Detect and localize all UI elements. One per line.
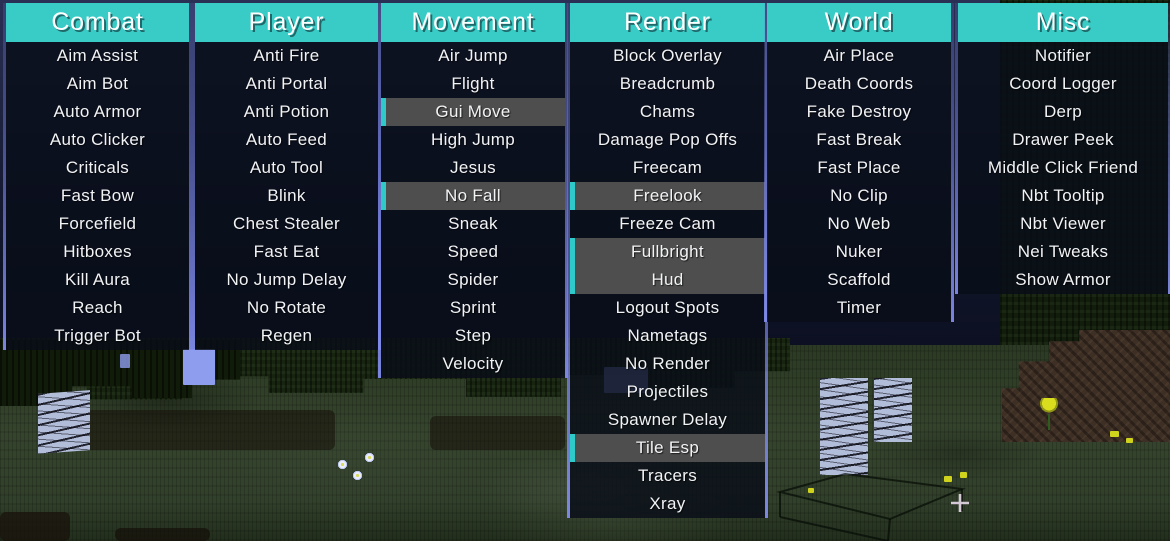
- module-no-web[interactable]: No Web: [827, 214, 891, 233]
- module-scaffold[interactable]: Scaffold: [827, 270, 891, 289]
- module-spider[interactable]: Spider: [447, 270, 499, 289]
- enabled-indicator: [381, 98, 386, 126]
- module-xray[interactable]: Xray: [649, 494, 686, 513]
- enabled-indicator: [381, 182, 386, 210]
- module-logout-spots[interactable]: Logout Spots: [615, 298, 720, 317]
- module-blink[interactable]: Blink: [267, 186, 306, 205]
- module-no-clip[interactable]: No Clip: [830, 186, 888, 205]
- category-header-render[interactable]: Render: [570, 3, 765, 42]
- module-notifier[interactable]: Notifier: [1034, 46, 1092, 65]
- module-freecam[interactable]: Freecam: [632, 158, 703, 177]
- module-timer[interactable]: Timer: [836, 298, 882, 317]
- module-coord-logger[interactable]: Coord Logger: [1009, 74, 1117, 93]
- module-fast-eat[interactable]: Fast Eat: [253, 242, 320, 261]
- module-anti-fire[interactable]: Anti Fire: [253, 46, 320, 65]
- module-auto-feed[interactable]: Auto Feed: [245, 130, 328, 149]
- module-step[interactable]: Step: [454, 326, 492, 345]
- category-header-combat[interactable]: Combat: [6, 3, 189, 42]
- enabled-indicator: [570, 182, 575, 210]
- category-header-misc[interactable]: Misc: [958, 3, 1168, 42]
- module-nbt-tooltip[interactable]: Nbt Tooltip: [1021, 186, 1105, 205]
- category-header-world[interactable]: World: [767, 3, 951, 42]
- enabled-indicator: [570, 266, 575, 294]
- module-reach[interactable]: Reach: [72, 298, 123, 317]
- module-aim-bot[interactable]: Aim Bot: [66, 74, 129, 93]
- module-regen[interactable]: Regen: [260, 326, 313, 345]
- module-drawer-peek[interactable]: Drawer Peek: [1012, 130, 1114, 149]
- module-breadcrumb[interactable]: Breadcrumb: [619, 74, 716, 93]
- module-block-overlay[interactable]: Block Overlay: [613, 46, 722, 65]
- module-death-coords[interactable]: Death Coords: [804, 74, 914, 93]
- module-projectiles[interactable]: Projectiles: [626, 382, 709, 401]
- module-no-rotate[interactable]: No Rotate: [246, 298, 327, 317]
- module-air-jump[interactable]: Air Jump: [438, 46, 508, 65]
- module-auto-tool[interactable]: Auto Tool: [249, 158, 324, 177]
- module-forcefield[interactable]: Forcefield: [58, 214, 137, 233]
- module-derp[interactable]: Derp: [1043, 102, 1083, 121]
- module-no-jump-delay[interactable]: No Jump Delay: [226, 270, 347, 289]
- enabled-indicator: [570, 434, 575, 462]
- module-anti-portal[interactable]: Anti Portal: [245, 74, 328, 93]
- module-aim-assist[interactable]: Aim Assist: [56, 46, 139, 65]
- category-header-player[interactable]: Player: [195, 3, 378, 42]
- module-fast-break[interactable]: Fast Break: [816, 130, 902, 149]
- module-fullbright[interactable]: Fullbright: [570, 238, 765, 266]
- module-tracers[interactable]: Tracers: [637, 466, 698, 485]
- module-damage-pop-offs[interactable]: Damage Pop Offs: [597, 130, 738, 149]
- module-velocity[interactable]: Velocity: [442, 354, 504, 373]
- module-anti-potion[interactable]: Anti Potion: [243, 102, 330, 121]
- module-hitboxes[interactable]: Hitboxes: [63, 242, 132, 261]
- module-spawner-delay[interactable]: Spawner Delay: [607, 410, 728, 429]
- module-sprint[interactable]: Sprint: [449, 298, 497, 317]
- module-tile-esp[interactable]: Tile Esp: [570, 434, 765, 462]
- module-freeze-cam[interactable]: Freeze Cam: [619, 214, 716, 233]
- module-nuker[interactable]: Nuker: [835, 242, 883, 261]
- module-jesus[interactable]: Jesus: [450, 158, 496, 177]
- module-nbt-viewer[interactable]: Nbt Viewer: [1020, 214, 1106, 233]
- module-sneak[interactable]: Sneak: [448, 214, 498, 233]
- module-no-render[interactable]: No Render: [625, 354, 710, 373]
- category-header-movement[interactable]: Movement: [381, 3, 565, 42]
- module-chams[interactable]: Chams: [639, 102, 696, 121]
- module-fast-place[interactable]: Fast Place: [817, 158, 901, 177]
- module-air-place[interactable]: Air Place: [823, 46, 895, 65]
- module-show-armor[interactable]: Show Armor: [1015, 270, 1111, 289]
- module-flight[interactable]: Flight: [451, 74, 495, 93]
- enabled-indicator: [570, 238, 575, 266]
- module-high-jump[interactable]: High Jump: [431, 130, 515, 149]
- module-no-fall[interactable]: No Fall: [381, 182, 565, 210]
- module-fast-bow[interactable]: Fast Bow: [60, 186, 135, 205]
- module-criticals[interactable]: Criticals: [65, 158, 130, 177]
- module-gui-move[interactable]: Gui Move: [381, 98, 565, 126]
- module-nei-tweaks[interactable]: Nei Tweaks: [1017, 242, 1109, 261]
- module-nametags[interactable]: Nametags: [627, 326, 708, 345]
- module-fake-destroy[interactable]: Fake Destroy: [806, 102, 912, 121]
- module-middle-click-friend[interactable]: Middle Click Friend: [987, 158, 1139, 177]
- module-auto-clicker[interactable]: Auto Clicker: [49, 130, 146, 149]
- module-freelook[interactable]: Freelook: [570, 182, 765, 210]
- module-speed[interactable]: Speed: [447, 242, 499, 261]
- module-trigger-bot[interactable]: Trigger Bot: [54, 326, 141, 345]
- module-chest-stealer[interactable]: Chest Stealer: [233, 214, 340, 233]
- module-kill-aura[interactable]: Kill Aura: [64, 270, 131, 289]
- module-hud[interactable]: Hud: [570, 266, 765, 294]
- module-auto-armor[interactable]: Auto Armor: [53, 102, 142, 121]
